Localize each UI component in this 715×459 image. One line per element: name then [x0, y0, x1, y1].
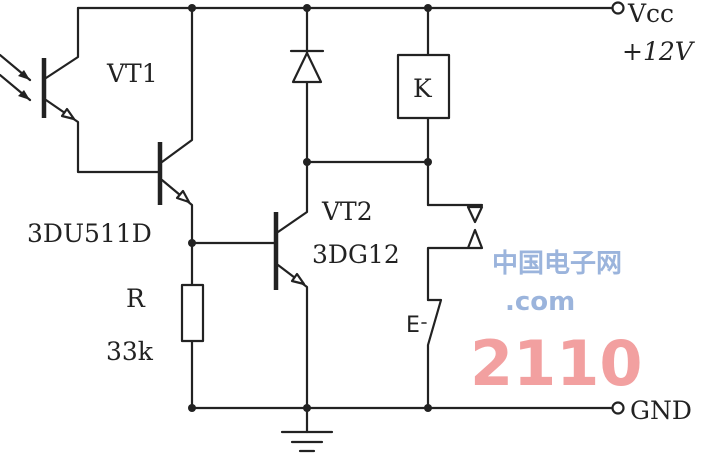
gnd-terminal: [611, 401, 625, 415]
vcc-label: Vcc: [627, 0, 674, 28]
junctions: [188, 4, 432, 412]
switch-e: E: [406, 298, 443, 410]
gnd-label: GND: [630, 396, 692, 425]
supply-voltage-label: +12V: [622, 37, 696, 66]
relay-label: K: [413, 74, 433, 103]
watermark-number: 2110: [470, 327, 643, 400]
resistor-label: R: [126, 284, 146, 313]
transistor-3du511d: [157, 6, 194, 410]
darlington-part-label: 3DU511D: [27, 219, 152, 248]
switch-label: E: [406, 313, 420, 338]
resistor-r: [180, 283, 205, 343]
phototransistor-vt1: [0, 6, 160, 174]
watermark: 中国电子网 .com 2110: [470, 249, 643, 400]
vcc-terminal: [611, 1, 625, 15]
relay-coil-k: [396, 53, 451, 120]
vt2-label: VT2: [321, 197, 373, 226]
flyback-diode: [289, 49, 325, 84]
vt1-label: VT1: [106, 59, 158, 88]
vt2-part-label: 3DG12: [312, 240, 400, 269]
ground-icon: [280, 430, 334, 453]
watermark-domain: .com: [505, 287, 575, 317]
resistor-value: 33k: [106, 337, 154, 366]
watermark-site: 中国电子网: [492, 249, 622, 279]
relay-contacts: [426, 203, 484, 302]
